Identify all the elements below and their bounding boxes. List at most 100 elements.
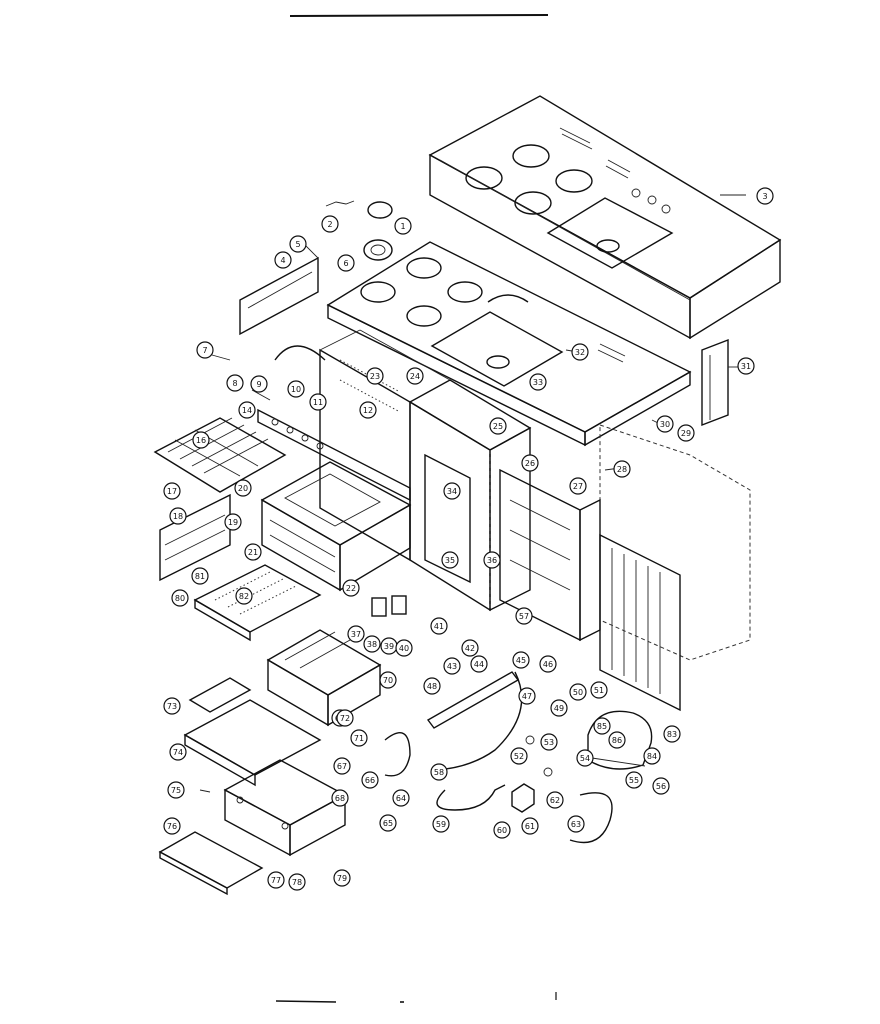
callout-number: 35: [445, 556, 455, 565]
callout-39: 39: [380, 637, 398, 655]
callout-80: 80: [171, 589, 189, 607]
side-bracket: [701, 338, 729, 427]
callout-number: 17: [167, 487, 177, 496]
callout-number: 82: [239, 592, 249, 601]
callout-60: 60: [493, 821, 511, 839]
bottom-housing: [223, 759, 347, 857]
callout-16: 16: [192, 431, 210, 449]
callout-22: 22: [342, 579, 360, 597]
callout-74: 74: [169, 743, 187, 761]
callout-number: 68: [335, 794, 345, 803]
callout-45: 45: [512, 651, 530, 669]
callout-number: 37: [351, 630, 361, 639]
callout-number: 30: [660, 420, 670, 429]
callout-85: 85: [593, 717, 611, 735]
callout-62: 62: [546, 791, 564, 809]
callout-82: 82: [235, 587, 253, 605]
callout-23: 23: [366, 367, 384, 385]
callout-66: 66: [361, 771, 379, 789]
callout-number: 29: [681, 429, 691, 438]
burner-box: [266, 629, 382, 727]
callout-number: 70: [383, 676, 393, 685]
callout-number: 72: [340, 714, 350, 723]
callout-78: 78: [288, 873, 306, 891]
callout-57: 57: [515, 607, 533, 625]
callout-number: 32: [575, 348, 585, 357]
callout-number: 40: [399, 644, 409, 653]
callout-number: 46: [543, 660, 553, 669]
callout-number: 54: [580, 754, 590, 763]
callout-35: 35: [441, 551, 459, 569]
callout-number: 28: [617, 465, 627, 474]
callout-50: 50: [569, 683, 587, 701]
callout-number: 58: [434, 768, 444, 777]
callout-59: 59: [432, 815, 450, 833]
callout-53: 53: [540, 733, 558, 751]
callout-12: 12: [359, 401, 377, 419]
callout-46: 46: [539, 655, 557, 673]
callout-number: 64: [396, 794, 406, 803]
callout-number: 38: [367, 640, 377, 649]
callout-number: 47: [522, 692, 532, 701]
callout-81: 81: [191, 567, 209, 585]
callout-52: 52: [510, 747, 528, 765]
callout-73: 73: [163, 697, 181, 715]
callout-29: 29: [677, 424, 695, 442]
callout-number: 22: [346, 584, 356, 593]
callout-number: 86: [612, 736, 622, 745]
callout-63: 63: [567, 815, 585, 833]
callout-5: 5: [289, 235, 307, 253]
callout-number: 50: [573, 688, 583, 697]
callout-number: 52: [514, 752, 524, 761]
callout-number: 60: [497, 826, 507, 835]
callout-79: 79: [333, 869, 351, 887]
callout-44: 44: [470, 655, 488, 673]
callout-number: 43: [447, 662, 457, 671]
header-rule: [289, 14, 549, 17]
callout-42: 42: [461, 639, 479, 657]
callout-number: 76: [167, 822, 177, 831]
callout-56: 56: [652, 777, 670, 795]
callout-number: 79: [337, 874, 347, 883]
callout-17: 17: [163, 482, 181, 500]
callout-28: 28: [613, 460, 631, 478]
callout-number: 27: [573, 482, 583, 491]
callout-number: 48: [427, 682, 437, 691]
callout-number: 44: [474, 660, 484, 669]
oven-rack: [153, 417, 287, 493]
callout-number: 77: [271, 876, 281, 885]
callout-number: 31: [741, 362, 751, 371]
right-cabinet: [499, 424, 751, 712]
callout-number: 9: [256, 380, 261, 389]
callout-27: 27: [569, 477, 587, 495]
callout-number: 20: [238, 484, 248, 493]
callout-number: 66: [365, 776, 375, 785]
callout-number: 39: [384, 642, 394, 651]
callout-number: 55: [629, 776, 639, 785]
callout-33: 33: [529, 373, 547, 391]
callout-9: 9: [250, 375, 268, 393]
callout-number: 5: [295, 240, 300, 249]
callout-55: 55: [625, 771, 643, 789]
callout-3: 3: [756, 187, 774, 205]
callout-30: 30: [656, 415, 674, 433]
callout-number: 45: [516, 656, 526, 665]
callout-number: 85: [597, 722, 607, 731]
callout-number: 83: [667, 730, 677, 739]
callout-25: 25: [489, 417, 507, 435]
callout-86: 86: [608, 731, 626, 749]
callout-18: 18: [169, 507, 187, 525]
callout-number: 56: [656, 782, 666, 791]
callout-48: 48: [423, 677, 441, 695]
callout-number: 3: [762, 192, 767, 201]
callout-number: 78: [292, 878, 302, 887]
callout-68: 68: [331, 789, 349, 807]
callout-7: 7: [196, 341, 214, 359]
callout-number: 57: [519, 612, 529, 621]
callout-number: 24: [410, 372, 420, 381]
callout-number: 12: [363, 406, 373, 415]
callout-47: 47: [518, 687, 536, 705]
callout-number: 23: [370, 372, 380, 381]
callout-number: 7: [202, 346, 207, 355]
